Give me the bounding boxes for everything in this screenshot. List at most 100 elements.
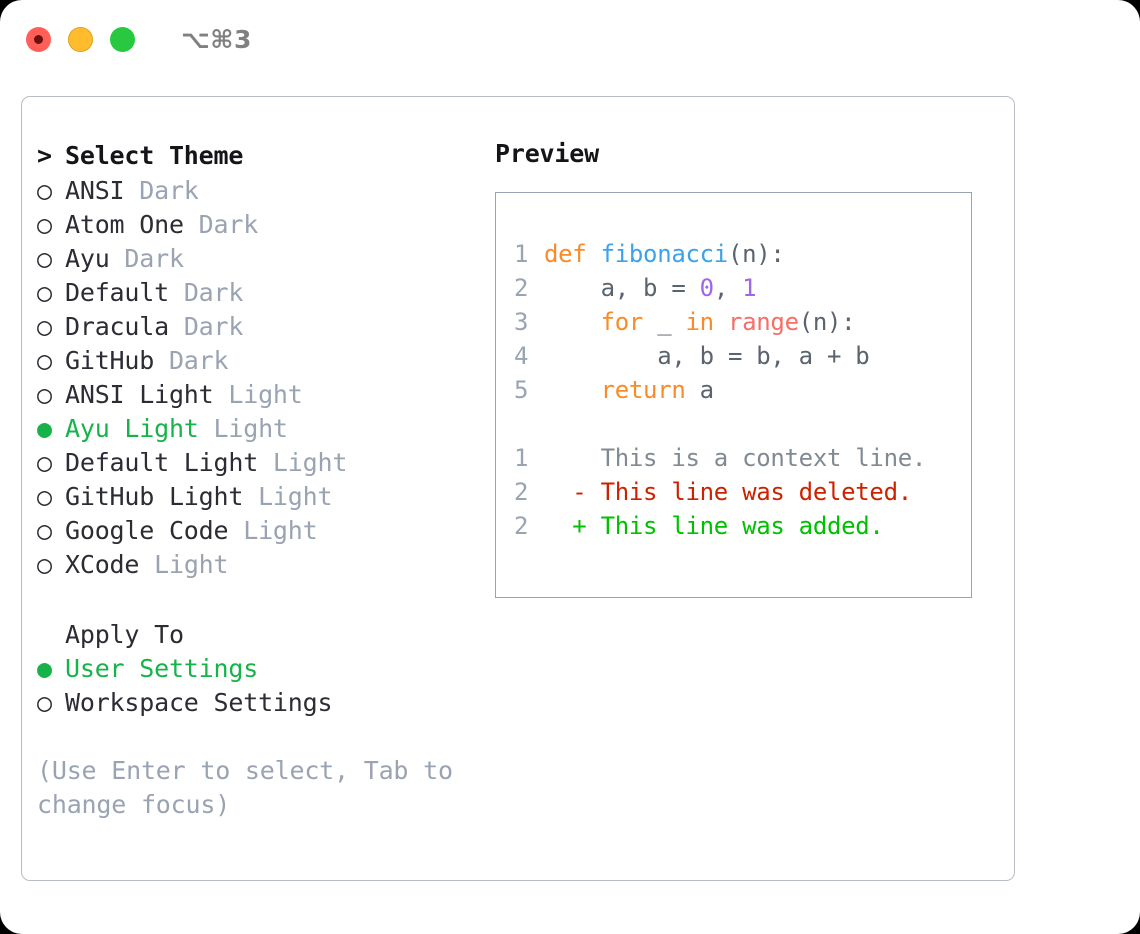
- theme-list-item[interactable]: ○ Google Code Light: [37, 514, 492, 548]
- theme-name: ANSI Light: [65, 380, 214, 409]
- code-token: (n):: [727, 240, 785, 268]
- theme-variant-label: Light: [139, 550, 229, 579]
- theme-variant-label: Dark: [109, 244, 184, 273]
- theme-list-item[interactable]: ○ ANSI Dark: [37, 174, 492, 208]
- theme-name: Google Code: [65, 516, 229, 545]
- theme-variant-label: Light: [258, 448, 348, 477]
- code-token: range: [727, 308, 799, 336]
- line-number: 1: [514, 240, 529, 268]
- radio-unselected-icon[interactable]: ○: [37, 244, 52, 273]
- radio-unselected-icon[interactable]: ○: [37, 516, 52, 545]
- diff-line: 2 + This line was added.: [514, 509, 971, 543]
- radio-unselected-icon[interactable]: ○: [37, 448, 52, 477]
- code-token: a: [685, 376, 714, 404]
- code-line: 5 return a: [514, 373, 971, 407]
- theme-variant-label: Dark: [124, 176, 199, 205]
- radio-selected-icon[interactable]: ●: [37, 654, 52, 683]
- radio-unselected-icon[interactable]: ○: [37, 278, 52, 307]
- line-number: 2: [514, 478, 529, 506]
- radio-unselected-icon[interactable]: ○: [37, 550, 52, 579]
- code-token: return: [600, 376, 686, 404]
- theme-name: Ayu: [65, 244, 110, 273]
- theme-variant-label: Light: [243, 482, 333, 511]
- diff-sample: 1 This is a context line.2 - This line w…: [514, 441, 971, 543]
- theme-list-item[interactable]: ○ Dracula Dark: [37, 310, 492, 344]
- code-token: [544, 308, 601, 336]
- spacer: [37, 582, 492, 618]
- code-token: a, b = b, a + b: [544, 342, 870, 370]
- theme-list-item[interactable]: ○ Default Light Light: [37, 446, 492, 480]
- apply-to-item[interactable]: ● User Settings: [37, 652, 492, 686]
- theme-variant-label: Dark: [154, 346, 229, 375]
- code-token: [544, 376, 601, 404]
- theme-name: GitHub: [65, 346, 155, 375]
- main-panel: >Select Theme ○ANSI Dark○Atom One Dark○A…: [21, 96, 1015, 881]
- code-token: [714, 308, 728, 336]
- apply-to-list: ● User Settings ○ Workspace Settings: [37, 652, 492, 720]
- code-token: 0: [699, 274, 714, 302]
- apply-to-header: Apply To: [37, 618, 492, 652]
- code-token: ,: [713, 274, 743, 302]
- code-token: def: [544, 240, 601, 268]
- theme-name: Atom One: [65, 210, 184, 239]
- apply-to-header-label: Apply To: [65, 620, 184, 649]
- theme-list-item[interactable]: ○ Default Dark: [37, 276, 492, 310]
- code-line: 3 for _ in range(n):: [514, 305, 971, 339]
- radio-unselected-icon[interactable]: ○: [37, 346, 52, 375]
- theme-name: Default Light: [65, 448, 259, 477]
- line-number: 4: [514, 342, 529, 370]
- theme-list-item[interactable]: ○GitHub Light Light: [37, 480, 492, 514]
- theme-variant-label: Light: [228, 516, 318, 545]
- theme-name: ANSI: [65, 176, 125, 205]
- radio-unselected-icon[interactable]: ○: [37, 482, 52, 511]
- diff-line: 1 This is a context line.: [514, 441, 971, 475]
- theme-list-item[interactable]: ●Ayu Light Light: [37, 412, 492, 446]
- theme-list: ○ ANSI Dark ○ Atom One Dark ○ Ayu Dark ○ Defaul…: [37, 174, 492, 582]
- theme-variant-label: Light: [213, 380, 303, 409]
- theme-list-item[interactable]: ○ GitHub Dark: [37, 344, 492, 378]
- theme-name: Dracula: [65, 312, 169, 341]
- theme-name: XCode: [65, 550, 140, 579]
- line-number: 2: [514, 274, 529, 302]
- code-token: _: [643, 308, 686, 336]
- radio-selected-icon[interactable]: ●: [37, 414, 52, 443]
- code-token: (n):: [798, 308, 856, 336]
- select-theme-header-label: Select Theme: [65, 141, 244, 170]
- code-token: in: [685, 308, 715, 336]
- theme-selector-pane: >Select Theme ○ANSI Dark○Atom One Dark○A…: [22, 139, 492, 822]
- radio-unselected-icon[interactable]: ○: [37, 210, 52, 239]
- maximize-button[interactable]: [110, 26, 135, 52]
- diff-line-text: + This line was added.: [544, 512, 884, 540]
- theme-list-item[interactable]: ○ Ayu Dark: [37, 242, 492, 276]
- code-line: 1 def fibonacci(n):: [514, 237, 971, 271]
- radio-unselected-icon[interactable]: ○: [37, 312, 52, 341]
- theme-name: Ayu Light: [65, 414, 199, 443]
- apply-to-label: User Settings: [65, 654, 259, 683]
- theme-variant-label: Dark: [168, 312, 244, 341]
- traffic-lights: [26, 26, 135, 52]
- spacer: [514, 407, 971, 441]
- preview-title: Preview: [495, 139, 599, 168]
- apply-to-item[interactable]: ○ Workspace Settings: [37, 686, 492, 720]
- theme-list-item[interactable]: ○ ANSI Light Light: [37, 378, 492, 412]
- radio-unselected-icon[interactable]: ○: [37, 688, 52, 717]
- minimize-button[interactable]: [68, 26, 93, 52]
- line-number: 2: [514, 512, 529, 540]
- theme-variant-label: Dark: [168, 278, 244, 307]
- radio-unselected-icon[interactable]: ○: [37, 176, 52, 205]
- theme-list-item[interactable]: ○ XCode Light: [37, 548, 492, 582]
- code-token: for: [600, 308, 644, 336]
- apply-to-label: Workspace Settings: [65, 688, 333, 717]
- radio-unselected-icon[interactable]: ○: [37, 380, 52, 409]
- diff-line-text: This is a context line.: [544, 444, 927, 472]
- theme-name: Default: [65, 278, 169, 307]
- code-line: 2 a, b = 0, 1: [514, 271, 971, 305]
- title-bar: ⌥⌘3: [0, 0, 1140, 78]
- code-token: fibonacci: [600, 240, 729, 268]
- theme-list-item[interactable]: ○Atom One Dark: [37, 208, 492, 242]
- close-button[interactable]: [26, 26, 51, 52]
